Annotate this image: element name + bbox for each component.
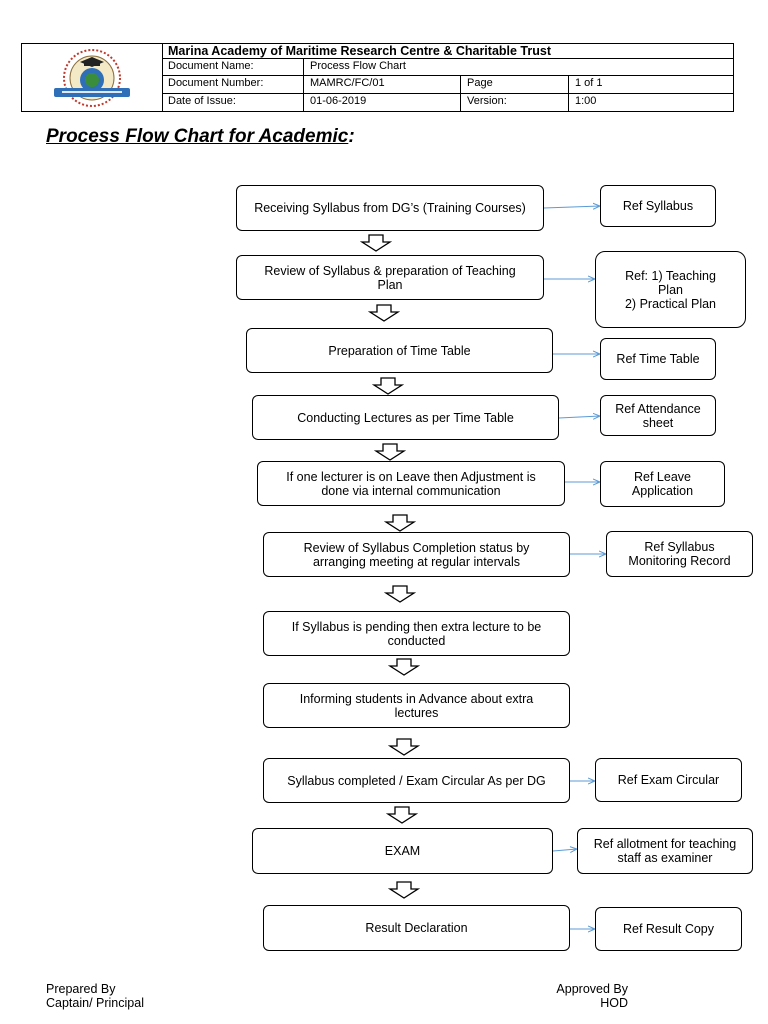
step-exam: EXAM [252, 828, 553, 874]
page-title-text: Process Flow Chart for Academic [46, 126, 349, 147]
page-title: Process Flow Chart for Academic: [46, 126, 355, 148]
step-5-line-1: If one lecturer is on Leave then Adjustm… [286, 469, 536, 484]
step-lecturer-leave: If one lecturer is on Leave then Adjustm… [257, 461, 565, 506]
step-3-line-1: Preparation of Time Table [328, 343, 471, 358]
doc-name-label: Document Name: [162, 59, 304, 75]
down-arrow-icon [372, 377, 404, 395]
step-2-line-2: Plan [377, 277, 403, 292]
step-7-line-2: conducted [387, 633, 446, 648]
doc-name-value: Process Flow Chart [310, 60, 406, 72]
down-arrow-icon [368, 304, 400, 322]
step-conducting-lectures: Conducting Lectures as per Time Table [252, 395, 559, 440]
down-arrow-icon [384, 585, 416, 603]
header-row-organization: Marina Academy of Maritime Research Cent… [162, 44, 733, 59]
ref-9-line-1: Ref Result Copy [622, 922, 714, 936]
organization-name: Marina Academy of Maritime Research Cent… [168, 44, 551, 58]
version-value: 1:00 [575, 95, 597, 107]
ref-result-copy: Ref Result Copy [595, 907, 742, 951]
step-informing-students: Informing students in Advance about extr… [263, 683, 570, 728]
header-row-issue: Date of Issue: 01-06-2019 Version: 1:00 [162, 94, 733, 111]
document-header-table: Marina Academy of Maritime Research Cent… [21, 43, 734, 112]
step-10-line-1: EXAM [384, 844, 421, 858]
page-title-colon: : [348, 126, 355, 147]
step-6-line-1: Review of Syllabus Completion status by [303, 540, 530, 555]
ref-1-line-1: Ref Syllabus [622, 199, 694, 213]
step-8-line-1: Informing students in Advance about extr… [299, 691, 534, 706]
logo-cell [22, 44, 163, 111]
down-arrow-icon [388, 658, 420, 676]
step-11-line-1: Result Declaration [365, 921, 468, 935]
ref-6-line-1: Ref Syllabus [644, 540, 715, 554]
ref-3-line-1: Ref Time Table [616, 352, 700, 366]
ref-syllabus: Ref Syllabus [600, 185, 716, 227]
footer-approved: Approved By HOD [554, 982, 628, 1010]
connector-4 [558, 416, 600, 418]
step-syllabus-completed: Syllabus completed / Exam Circular As pe… [263, 758, 570, 803]
step-6-line-2: arranging meeting at regular intervals [312, 554, 521, 569]
step-4-line-1: Conducting Lectures as per Time Table [297, 410, 514, 425]
step-receiving-syllabus: Receiving Syllabus from DG’s (Training C… [236, 185, 544, 231]
ref-time-table: Ref Time Table [600, 338, 716, 380]
down-arrow-icon [384, 514, 416, 532]
page-value: 1 of 1 [575, 77, 603, 89]
footer-prepared: Prepared By Captain/ Principal [46, 982, 144, 1010]
header-row-doc-number: Document Number: MAMRC/FC/01 Page 1 of 1 [162, 76, 733, 94]
issue-value: 01-06-2019 [304, 94, 461, 111]
ref-5-line-2: Application [631, 484, 694, 498]
approved-by-label: Approved By [556, 982, 628, 996]
ref-7-line-1: Ref Exam Circular [617, 773, 720, 787]
ref-5-line-1: Ref Leave [634, 470, 691, 484]
approved-by-name: HOD [600, 996, 628, 1010]
prepared-by-label: Prepared By [46, 982, 116, 996]
ref-8-line-2: staff as examiner [617, 851, 713, 865]
ref-2-line-2: Plan [657, 282, 683, 297]
header-row-doc-name: Document Name: Process Flow Chart [162, 59, 733, 76]
doc-number-value: MAMRC/FC/01 [304, 76, 461, 93]
down-arrow-icon [388, 738, 420, 756]
step-5-line-2: done via internal communication [321, 483, 501, 498]
ref-2-line-3: 2) Practical Plan [624, 296, 716, 311]
ref-6-line-2: Monitoring Record [628, 554, 731, 568]
page-label: Page [461, 76, 569, 93]
academy-logo-icon [54, 49, 130, 107]
step-preparation-time-table: Preparation of Time Table [246, 328, 553, 373]
version-label: Version: [461, 94, 569, 111]
step-review-syllabus: Review of Syllabus & preparation of Teac… [236, 255, 544, 300]
issue-label: Date of Issue: [162, 94, 304, 111]
down-arrow-icon [360, 234, 392, 252]
step-7-line-1: If Syllabus is pending then extra lectur… [291, 619, 542, 634]
connector-1 [543, 206, 600, 208]
ref-4-line-2: sheet [642, 415, 674, 430]
prepared-by-name: Captain/ Principal [46, 996, 144, 1010]
step-result-declaration: Result Declaration [263, 905, 570, 951]
down-arrow-icon [374, 443, 406, 461]
step-syllabus-pending: If Syllabus is pending then extra lectur… [263, 611, 570, 656]
ref-2-line-1: Ref: 1) Teaching [625, 268, 716, 283]
step-2-line-1: Review of Syllabus & preparation of Teac… [264, 263, 516, 278]
down-arrow-icon [388, 881, 420, 899]
down-arrow-icon [386, 806, 418, 824]
ref-8-line-1: Ref allotment for teaching [593, 837, 737, 851]
ref-exam-circular: Ref Exam Circular [595, 758, 742, 802]
step-8-line-2: lectures [394, 705, 439, 720]
ref-4-line-1: Ref Attendance [615, 401, 701, 416]
step-9-line-1: Syllabus completed / Exam Circular As pe… [287, 773, 546, 788]
doc-number-label: Document Number: [162, 76, 304, 93]
step-1-line-1: Receiving Syllabus from DG’s (Training C… [254, 201, 526, 215]
connector-8 [552, 849, 577, 851]
